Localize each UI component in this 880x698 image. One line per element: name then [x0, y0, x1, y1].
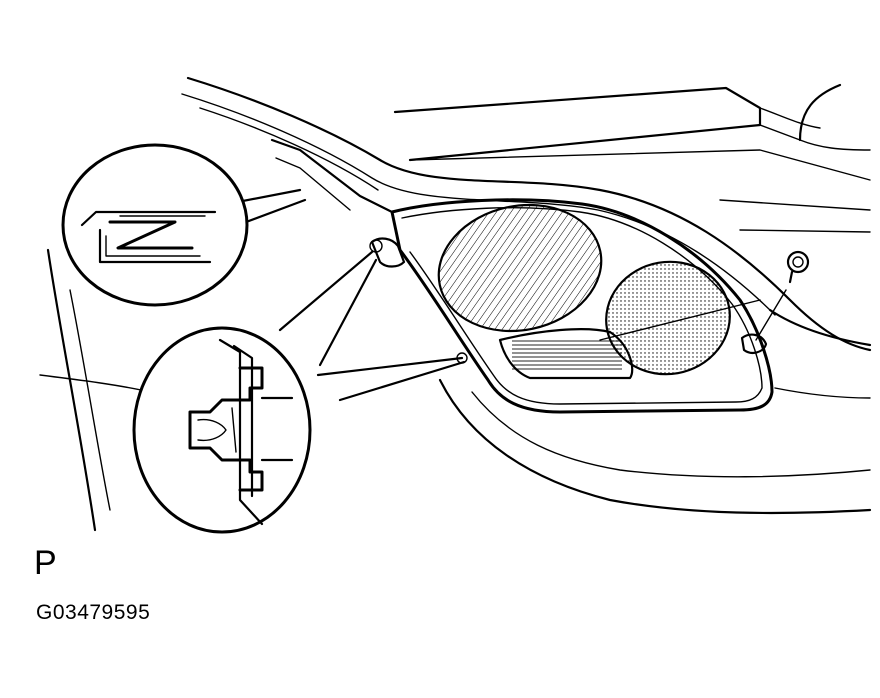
figure-id-label: G03479595	[36, 601, 151, 624]
view-mark-label: P	[34, 544, 57, 582]
push-retainer-detail-icon	[132, 326, 312, 534]
vehicle-body	[39, 76, 872, 532]
bolt-icon	[755, 250, 810, 341]
z-clip-detail-icon	[61, 143, 249, 307]
